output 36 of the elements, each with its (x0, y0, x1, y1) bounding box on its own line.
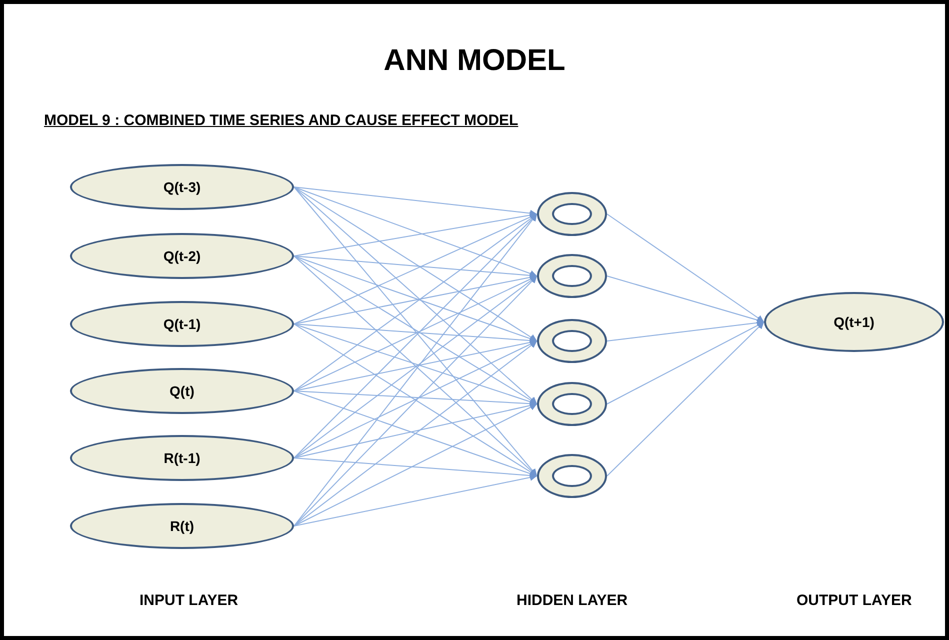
connection-arrow (294, 474, 538, 526)
connection-arrow (294, 186, 538, 404)
layer-label: HIDDEN LAYER (516, 592, 628, 609)
layer-label: OUTPUT LAYER (796, 592, 912, 609)
node-label: R(t-1) (164, 450, 200, 466)
connection-arrow (294, 340, 538, 526)
connection-arrow (294, 276, 538, 392)
node-label: Q(t-1) (163, 316, 201, 332)
node-label: Q(t-3) (163, 179, 201, 195)
node-label: R(t) (170, 518, 194, 534)
connection-arrow (294, 214, 538, 458)
connection-arrow (294, 340, 538, 458)
connection-arrow (606, 322, 764, 476)
node-label: Q(t) (170, 383, 194, 399)
connection-arrow (294, 276, 538, 526)
connection-arrow (294, 324, 538, 406)
layer-label: INPUT LAYER (140, 592, 238, 609)
connection-arrow (294, 186, 538, 342)
connection-arrow (294, 186, 538, 217)
subtitle: MODEL 9 : COMBINED TIME SERIES AND CAUSE EFFECT MODEL (44, 112, 518, 129)
connection-arrow (606, 322, 764, 404)
connection-arrow (294, 256, 538, 476)
connection-arrow (606, 276, 764, 324)
connection-arrow (294, 256, 538, 342)
connection-arrow (294, 214, 538, 324)
connection-arrow (294, 186, 538, 277)
diagram-title: ANN MODEL (382, 44, 566, 78)
connection-arrow (294, 186, 538, 476)
connection-arrow (294, 402, 538, 458)
connection-arrow (606, 319, 764, 342)
connection-arrow (606, 214, 764, 322)
node-label: Q(t+1) (834, 314, 874, 330)
node-label: Q(t-2) (163, 248, 201, 264)
connection-arrow (294, 390, 538, 477)
connection-arrow (294, 214, 538, 526)
connection-arrow (294, 404, 538, 526)
